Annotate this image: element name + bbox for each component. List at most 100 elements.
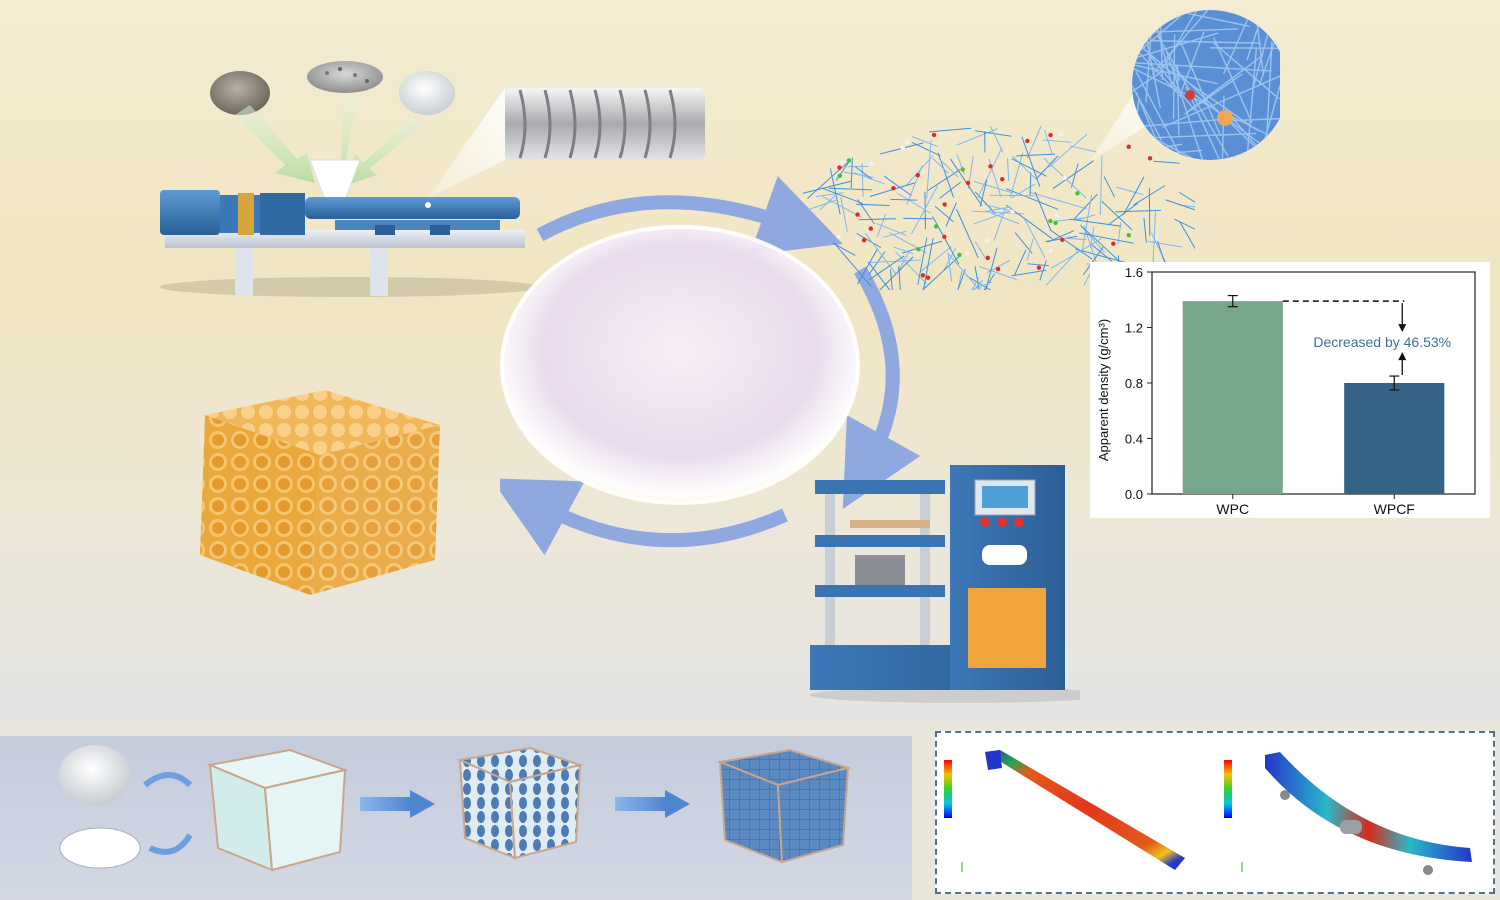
fiber-strand [1034, 191, 1052, 231]
fiber-strand [895, 251, 927, 285]
fiber-strand [868, 255, 905, 281]
zoom-fiber-strand [1132, 10, 1211, 60]
fiber-strand [934, 205, 954, 223]
fiber-strand [984, 206, 1009, 213]
cloud-icon [59, 827, 141, 869]
filler-particle [1147, 156, 1153, 161]
fiber-strand [1075, 214, 1096, 221]
filler-particle [846, 158, 852, 163]
fiber-strand [896, 192, 931, 214]
fiber-strand [1052, 160, 1094, 190]
fiber-strand [1027, 263, 1049, 267]
fiber-strand [883, 230, 907, 238]
zoom-fiber-strand [1262, 28, 1280, 146]
fiber-strand [1133, 185, 1166, 206]
fiber-strand [833, 242, 872, 287]
fiber-strand [943, 247, 957, 271]
fiber-strand [973, 210, 1011, 225]
mesh-cube-icon [716, 748, 852, 864]
fiber-strand [989, 194, 1035, 197]
filler-particle [988, 164, 993, 169]
fiber-strand [939, 181, 961, 199]
fiber-strand [979, 179, 988, 207]
filler-particle [995, 266, 1001, 272]
filler-particle [1126, 144, 1131, 149]
zoom-fiber-strand [1135, 71, 1200, 160]
filler-particle [985, 255, 990, 261]
decrease-arrowhead-bottom [1398, 352, 1407, 361]
fiber-strand [926, 140, 932, 200]
fiber-strand [1178, 204, 1195, 208]
fiber-strand [929, 127, 972, 133]
filler-particle [836, 234, 842, 240]
fiber-strand [983, 273, 995, 290]
fiber-strand [932, 158, 950, 175]
fiber-strand [1069, 145, 1096, 153]
powder-icon [59, 745, 131, 805]
arrow-right [842, 266, 921, 509]
filler-particle [1054, 212, 1059, 218]
arrow-bottom [500, 478, 788, 556]
cell-cube-icon [456, 746, 584, 860]
filler-particle [837, 165, 842, 170]
x-tick-label: WPCF [1374, 501, 1415, 517]
y-tick-label: 1.2 [1125, 321, 1143, 336]
filler-particle [920, 273, 926, 278]
fiber-strand [822, 187, 864, 205]
filler-particle [1053, 220, 1058, 226]
fiber-strand [1178, 191, 1195, 203]
fiber-strand [912, 136, 938, 147]
fiber-strand [1006, 188, 1059, 210]
bar-wpc [1182, 301, 1283, 494]
fiber-strand [861, 163, 864, 197]
fiber-strand [890, 198, 918, 201]
fiber-strand [1014, 249, 1027, 276]
fiber-strand [857, 199, 875, 225]
fiber-strand [829, 168, 841, 215]
fiber-strand [1147, 240, 1183, 248]
fiber-strand [1021, 136, 1041, 187]
arrow-top [536, 176, 843, 256]
twin-screw-extruder-icon [160, 159, 540, 297]
fiber-strand [1079, 232, 1134, 244]
fiber-strand [1042, 139, 1072, 143]
filler-particle [933, 224, 939, 229]
fiber-strand [922, 238, 934, 290]
filler-particle [931, 132, 937, 138]
fiber-strand [957, 271, 963, 290]
zoom-fiber-strand [1150, 39, 1261, 44]
zoom-fiber-strand [1213, 37, 1253, 124]
screw-shaft-icon [428, 88, 705, 198]
fiber-strand [911, 141, 941, 157]
fiber-strand [1016, 153, 1055, 157]
fiber-strand [883, 175, 912, 196]
fiber-strand [1165, 199, 1195, 211]
fiber-strand [795, 199, 838, 215]
fiber-strand [888, 232, 927, 254]
zoom-fiber-strand [1212, 42, 1280, 100]
fiber-strand [1012, 155, 1038, 181]
fiber-strand [1011, 269, 1047, 277]
zoom-fiber-strand [1138, 28, 1238, 34]
filler-particle [1025, 138, 1030, 144]
filler-particle [1010, 209, 1015, 215]
zoom-fiber-strand [1132, 70, 1163, 108]
x-tick-label: WPC [1216, 501, 1249, 517]
fiber-strand [1023, 218, 1046, 259]
fiber-strand [856, 203, 890, 206]
fiber-strand [1053, 217, 1085, 222]
fiber-strand [1152, 211, 1156, 263]
filler-particle [1058, 131, 1063, 137]
filler-particle [925, 275, 931, 280]
fiber-strand [1122, 176, 1145, 216]
filler-particle [1111, 241, 1116, 246]
foaming-agent-icon [399, 71, 455, 115]
filler-particle [891, 186, 896, 191]
fiber-strand [901, 240, 943, 254]
fem-simulation-panel [935, 731, 1495, 894]
fiber-strand [917, 237, 928, 285]
fiber-strand [1153, 160, 1180, 164]
fiber-strand [1048, 133, 1088, 168]
zoom-fiber-strand [1162, 74, 1280, 128]
